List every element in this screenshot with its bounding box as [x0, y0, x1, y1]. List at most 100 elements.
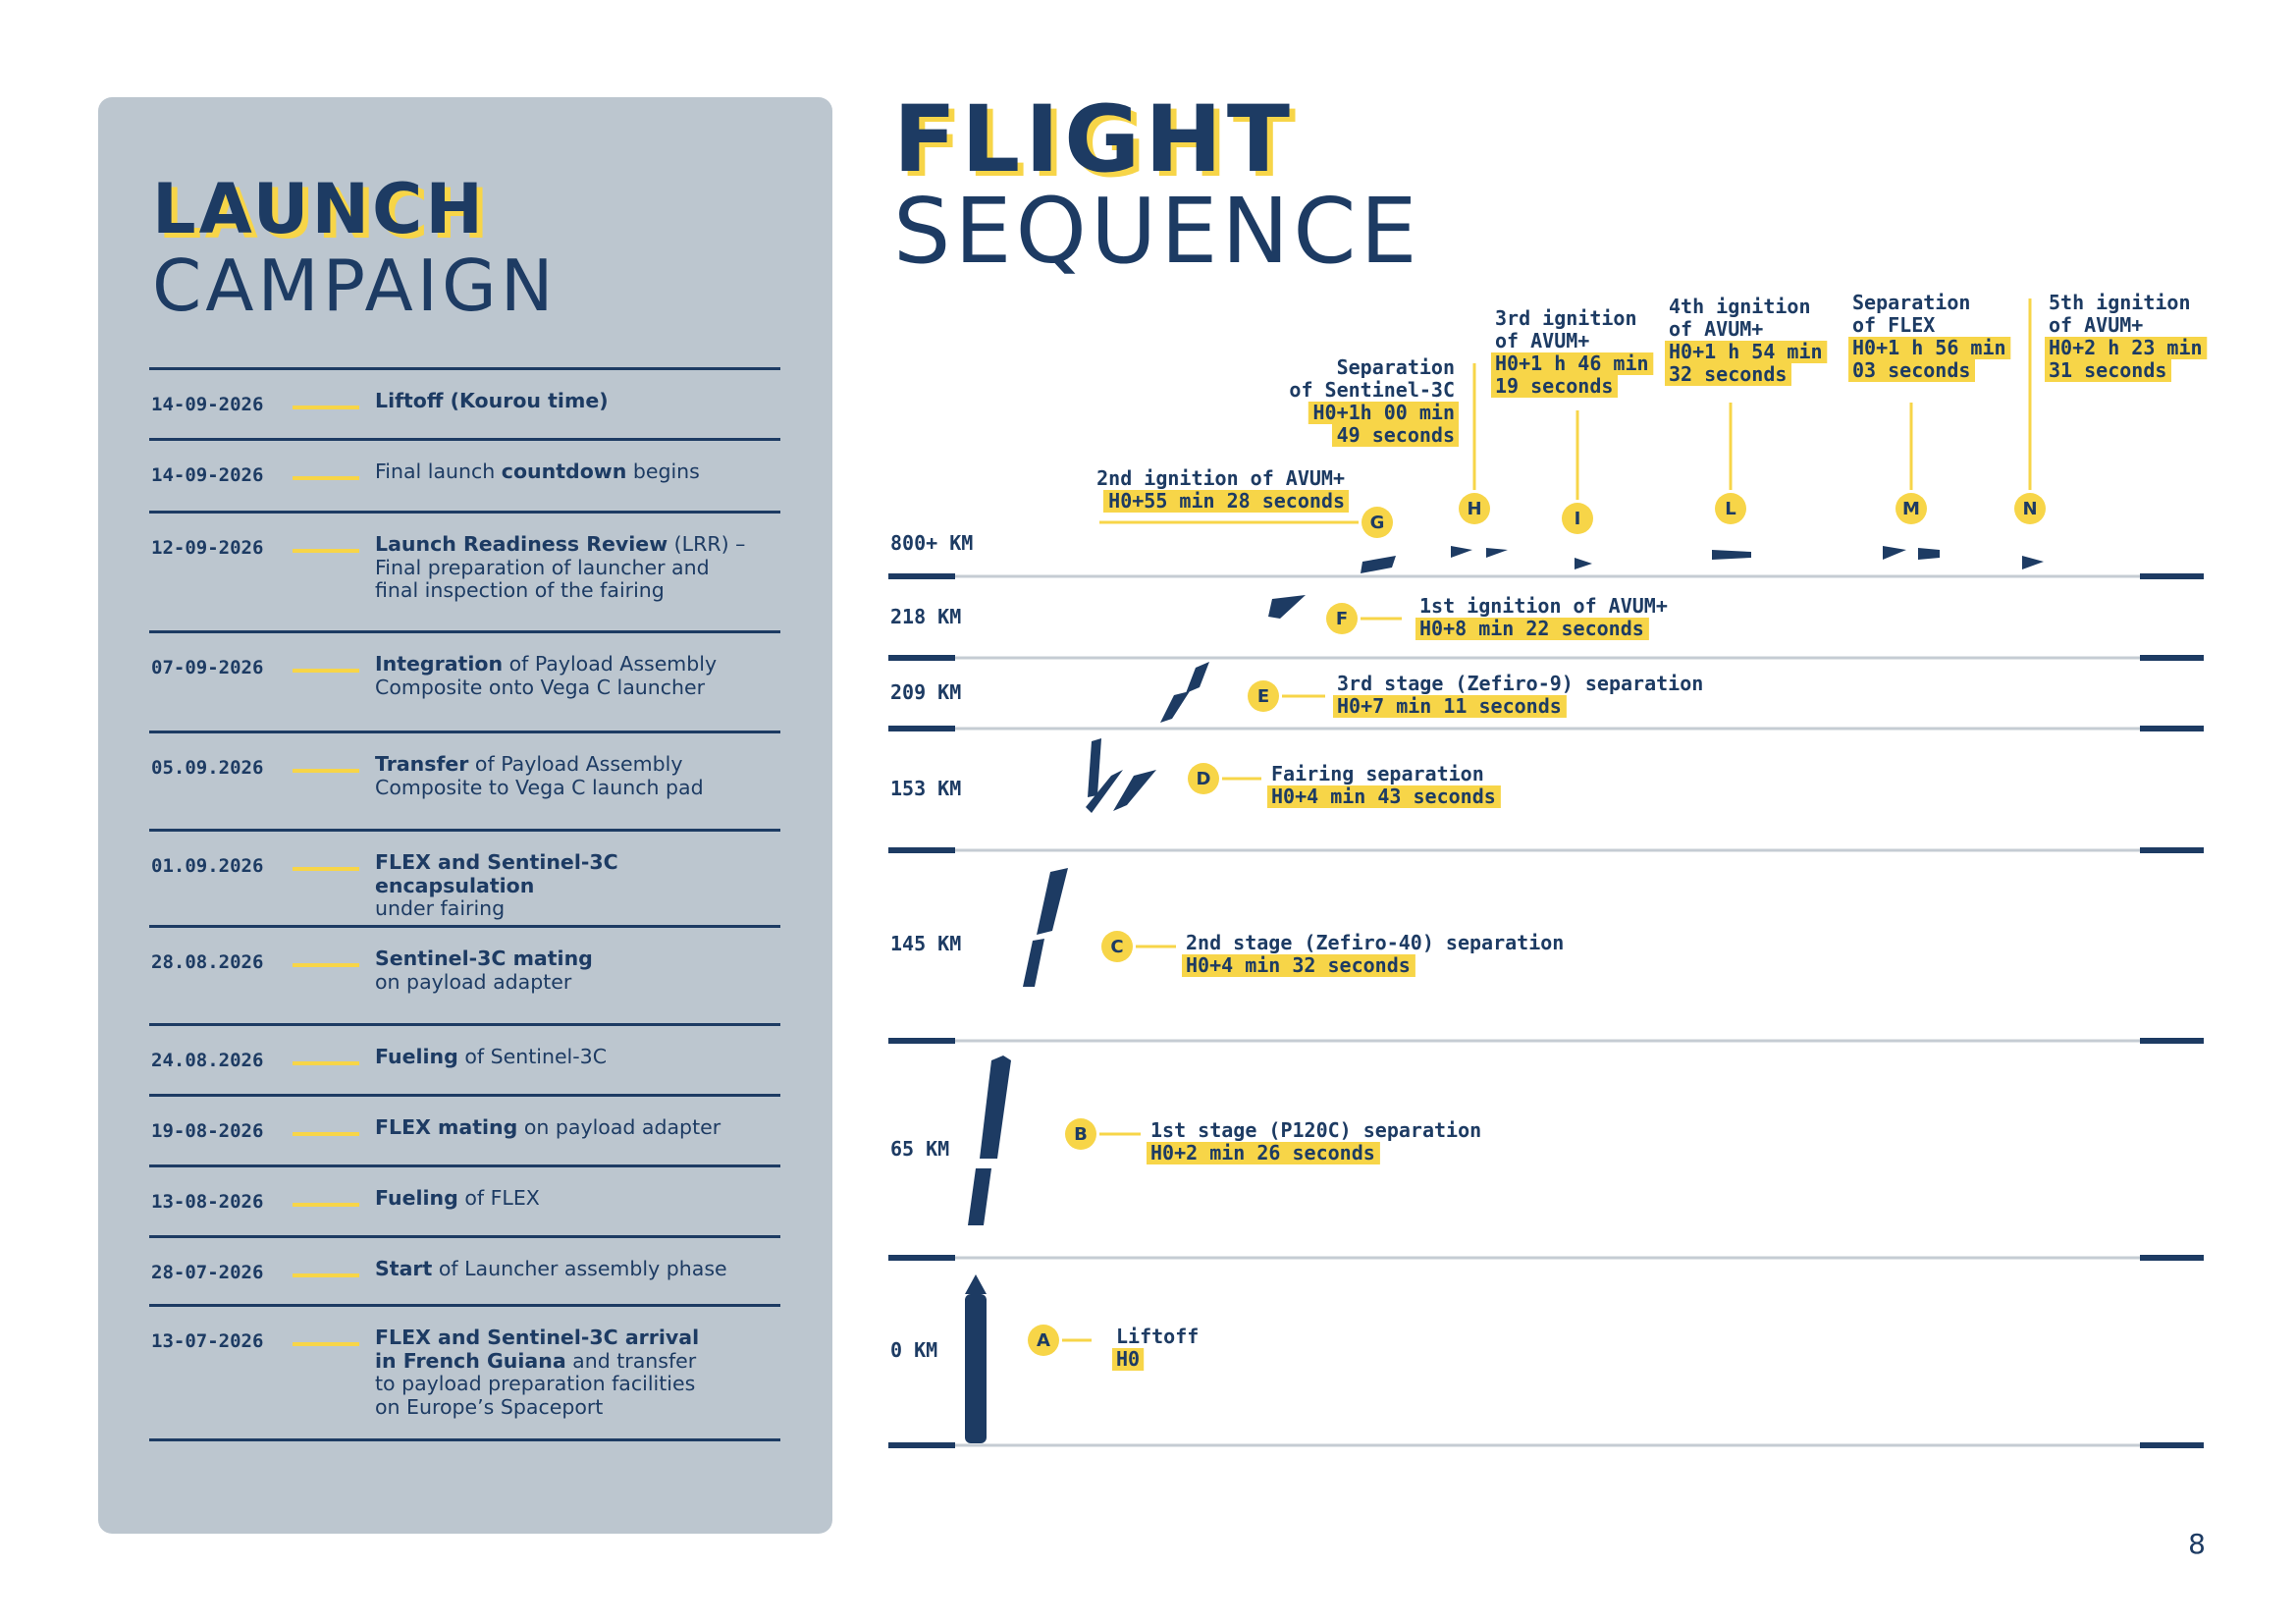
rocket-stage1-icon: [980, 1060, 1011, 1159]
event-time: 03 seconds: [1852, 358, 1970, 382]
campaign-keyword: Launch Readiness Review: [375, 532, 668, 556]
avum-m-icon: [1883, 546, 1906, 560]
event-time: H0+2 h 23 min: [2049, 336, 2203, 359]
event-time-highlight: [1415, 618, 1649, 640]
event-marker: [1896, 493, 1927, 524]
event-time-highlight: [1491, 375, 1618, 398]
campaign-dash: [293, 963, 359, 967]
campaign-text: final inspection of the fairing: [375, 578, 665, 602]
avum-i-icon: [1575, 558, 1592, 569]
event-marker: [2014, 493, 2046, 524]
rocket-stage1-nose-icon: [991, 1056, 1011, 1060]
altitude-label: 65 KM: [890, 1137, 949, 1161]
campaign-dash: [293, 1273, 359, 1277]
campaign-keyword: Integration: [375, 652, 504, 676]
event-marker: [1101, 931, 1133, 962]
flight-subtitle: SEQUENCE: [893, 179, 1421, 284]
campaign-date: 14-09-2026: [151, 394, 264, 415]
fairing-right-icon: [1086, 770, 1123, 813]
avum-h-icon: [1451, 546, 1472, 558]
event-time: H0+1h 00 min: [1313, 401, 1456, 424]
campaign-dash: [293, 406, 359, 409]
event-time-highlight: [1333, 695, 1567, 718]
campaign-date: 07-09-2026: [151, 657, 264, 678]
event-time-highlight: [1147, 1142, 1380, 1164]
event-name: 2nd ignition of AVUM+: [1096, 466, 1345, 490]
flight-title: FLIGHT: [893, 86, 1296, 193]
event-marker-letter: H: [1467, 499, 1481, 519]
event-time: 32 seconds: [1669, 362, 1787, 386]
event-time: 19 seconds: [1495, 374, 1613, 398]
event-time-highlight: [1112, 1348, 1145, 1371]
altitude-label: 153 KM: [890, 777, 961, 800]
campaign-keyword: Fueling: [375, 1186, 458, 1210]
event-time: H0+2 min 26 seconds: [1150, 1141, 1375, 1164]
event-marker: [1028, 1325, 1059, 1356]
event-name: of AVUM+: [1669, 317, 1763, 341]
event-name: of FLEX: [1852, 313, 1935, 337]
event-time: H0+1 h 46 min: [1495, 352, 1649, 375]
event-marker-letter: C: [1110, 937, 1123, 957]
campaign-text: on payload adapter: [375, 969, 572, 994]
event-time-highlight: [2045, 337, 2208, 359]
event-name: of AVUM+: [2049, 313, 2143, 337]
campaign-dash: [293, 1342, 359, 1346]
event-time-highlight: [1182, 954, 1415, 977]
event-time: H0+1 h 54 min: [1669, 340, 1823, 363]
fairing-left-icon: [1088, 738, 1101, 797]
stage3-icon: [1186, 662, 1209, 693]
campaign-keyword: FLEX mating: [375, 1115, 518, 1139]
campaign-text: of FLEX: [457, 1186, 540, 1210]
campaign-dash: [293, 549, 359, 553]
campaign-date: 24.08.2026: [151, 1050, 264, 1071]
event-name: 1st stage (P120C) separation: [1150, 1118, 1481, 1142]
campaign-text: Composite to Vega C launch pad: [375, 775, 704, 799]
rocket-stage2-body-icon: [1023, 939, 1044, 987]
campaign-dash: [293, 867, 359, 871]
event-time-highlight: [1665, 341, 1828, 363]
campaign-date: 05.09.2026: [151, 757, 264, 779]
altitude-label: 218 KM: [890, 605, 961, 628]
event-time: 31 seconds: [2049, 358, 2166, 382]
campaign-description: Start of Launcher assembly phase: [375, 1257, 727, 1281]
campaign-keyword: Fueling: [375, 1045, 458, 1068]
campaign-text: on Europe’s Spaceport: [375, 1394, 604, 1419]
campaign-keyword: FLEX and Sentinel-3C arrival: [375, 1326, 700, 1349]
event-name: Separation: [1852, 291, 1970, 314]
campaign-keyword: in French Guiana: [375, 1348, 566, 1373]
campaign-dash: [293, 1061, 359, 1065]
campaign-dash: [293, 769, 359, 773]
campaign-text: of Launcher assembly phase: [432, 1257, 727, 1280]
event-marker: [1188, 763, 1219, 794]
campaign-text: under fairing: [375, 896, 506, 920]
event-time-highlight: [1332, 424, 1459, 447]
avum-h2-icon: [1486, 548, 1508, 558]
campaign-description: Fueling of Sentinel-3C: [375, 1045, 607, 1069]
campaign-text: of Payload Assembly: [468, 752, 683, 776]
event-marker: [1562, 503, 1593, 534]
campaign-description: Liftoff (Kourou time): [375, 389, 609, 413]
campaign-description: Final launch countdown begins: [375, 460, 700, 484]
event-time: H0+7 min 11 seconds: [1337, 694, 1562, 718]
event-time: H0+1 h 56 min: [1852, 336, 2006, 359]
campaign-row: 24.08.2026 Fueling of Sentinel-3C: [149, 1023, 780, 1094]
event-marker-letter: N: [2022, 499, 2037, 519]
event-marker: [1459, 493, 1490, 524]
avum-f-icon: [1268, 595, 1306, 619]
stage3-body-icon: [1160, 691, 1190, 723]
event-name: of AVUM+: [1495, 329, 1589, 352]
event-marker-letter: F: [1336, 609, 1348, 629]
event-time-highlight: [1308, 402, 1459, 424]
event-time: H0+4 min 32 seconds: [1186, 953, 1411, 977]
